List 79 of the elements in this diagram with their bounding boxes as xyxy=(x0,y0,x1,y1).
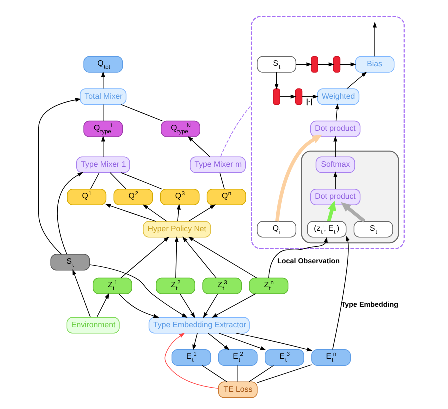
node-bar xyxy=(332,56,340,73)
node-box: Type Mixer m xyxy=(190,156,246,174)
arrow xyxy=(340,202,366,223)
connector xyxy=(256,364,312,384)
arrow xyxy=(142,204,167,222)
connector xyxy=(120,172,162,190)
connector xyxy=(90,172,100,190)
arrow xyxy=(118,294,159,318)
node-bar xyxy=(310,56,318,73)
connector xyxy=(219,172,224,190)
node-box: Bias xyxy=(354,56,394,73)
arrow xyxy=(274,72,278,90)
arrow xyxy=(332,236,350,350)
arrow xyxy=(302,94,318,99)
node-box: Dot product xyxy=(310,189,360,206)
node-box: Weighted xyxy=(316,88,360,106)
arrow xyxy=(202,294,218,318)
arrow xyxy=(56,172,84,255)
arrow xyxy=(164,332,219,390)
arrow xyxy=(236,333,312,352)
connector xyxy=(220,104,252,158)
node-bar xyxy=(294,88,302,106)
node-box: Type Embedding Extractor xyxy=(148,317,250,334)
arrow xyxy=(372,22,377,57)
connector xyxy=(120,104,162,122)
node-box: Q$^{3}$ xyxy=(160,189,200,206)
arrow xyxy=(187,136,210,158)
arrow xyxy=(279,94,296,99)
node-box: Q$_{tot}$ xyxy=(83,56,123,73)
arrow xyxy=(218,333,266,350)
arrow xyxy=(192,333,198,351)
arrow xyxy=(188,236,257,279)
node-box: S$_{t}$ xyxy=(256,56,296,73)
node-bar xyxy=(272,88,280,106)
connector xyxy=(237,365,238,382)
arrow xyxy=(339,62,356,67)
node-box: Dot product xyxy=(310,120,360,138)
arrow xyxy=(296,62,312,67)
node-box: Total Mixer xyxy=(80,88,126,106)
node-box: Q$^{2}$ xyxy=(113,189,153,206)
arrow xyxy=(346,72,367,90)
node-box: Q$_{i}$ xyxy=(256,221,296,238)
arrow xyxy=(333,172,338,190)
arrow xyxy=(179,294,195,318)
arrow xyxy=(96,293,109,318)
node-box: Environment xyxy=(66,317,120,334)
node-box: Softmax xyxy=(315,156,355,174)
connector xyxy=(110,172,126,190)
node-box: S$_{t}$ xyxy=(353,221,393,238)
arrow xyxy=(188,204,216,222)
arrow xyxy=(72,269,90,318)
arrow xyxy=(100,136,105,158)
arrow xyxy=(182,236,216,279)
node-box: Q$^{1}$ xyxy=(66,189,106,206)
arrow xyxy=(326,200,336,222)
node-box: S$_{t}$ xyxy=(50,254,90,271)
cluster xyxy=(250,16,404,250)
node-box: (z$_{t}$$^{i}$, E$_{t}$$^{i}$) xyxy=(306,221,346,238)
connector xyxy=(248,365,274,382)
arrow xyxy=(211,294,256,318)
connector xyxy=(102,104,104,122)
node-box: TE Loss xyxy=(218,382,258,398)
node-box: Type Mixer 1 xyxy=(76,156,130,174)
connector xyxy=(202,365,227,382)
arrow xyxy=(120,236,170,279)
arrow xyxy=(38,98,81,255)
node-box: Hyper Policy Net xyxy=(142,221,211,238)
arrow xyxy=(275,134,322,222)
arrow xyxy=(208,333,230,350)
arrow xyxy=(268,237,328,279)
arrow xyxy=(174,236,178,279)
arrow xyxy=(333,136,338,158)
arrow xyxy=(104,204,156,222)
arrow xyxy=(334,104,339,122)
arrow xyxy=(176,204,180,222)
arrow xyxy=(89,264,188,318)
node-box: Q$^{n}$ xyxy=(206,189,246,206)
arrow xyxy=(317,62,334,67)
arrow xyxy=(100,71,105,90)
